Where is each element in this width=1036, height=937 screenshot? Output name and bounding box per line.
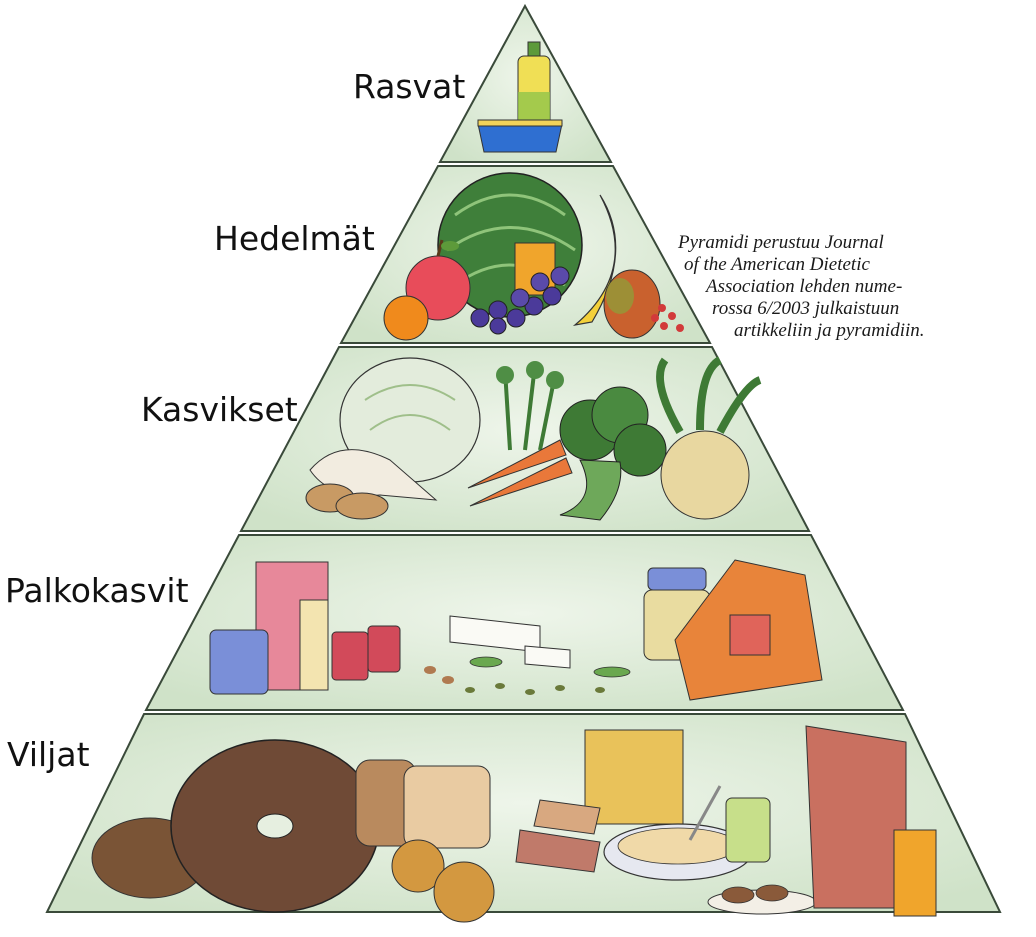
source-note-line: artikkeliin ja pyramidiin. <box>640 320 1000 342</box>
small-juice-box-illustration <box>894 830 936 916</box>
margarine-tub-illustration <box>478 120 562 152</box>
flour-bag-illustration <box>806 726 906 908</box>
tier-vegetables <box>241 347 809 531</box>
level-label-legumes: Palkokasvit <box>5 574 189 607</box>
tier-fats <box>440 6 611 162</box>
sliced-bread-illustration <box>356 760 490 848</box>
ring-bread-illustration <box>171 740 379 912</box>
source-note-line: Association lehden nume- <box>640 276 1000 298</box>
tier-grains <box>47 714 1000 922</box>
source-note-line: of the American Dietetic <box>640 254 1000 276</box>
level-label-fats: Rasvat <box>353 70 465 103</box>
level-label-vegetables: Kasvikset <box>141 393 298 426</box>
level-label-grains: Viljat <box>7 738 90 771</box>
tier-legumes <box>146 535 903 710</box>
orange-illustration <box>384 296 428 340</box>
cup-illustration <box>726 798 770 862</box>
source-note-line: rossa 6/2003 julkaistuun <box>640 298 1000 320</box>
yogurt-cup-illustration <box>210 630 268 694</box>
level-label-fruits: Hedelmät <box>214 222 375 255</box>
small-cups-illustration <box>332 626 400 680</box>
source-note: Pyramidi perustuu Journal of the America… <box>640 232 1000 342</box>
source-note-line: Pyramidi perustuu Journal <box>640 232 1000 254</box>
